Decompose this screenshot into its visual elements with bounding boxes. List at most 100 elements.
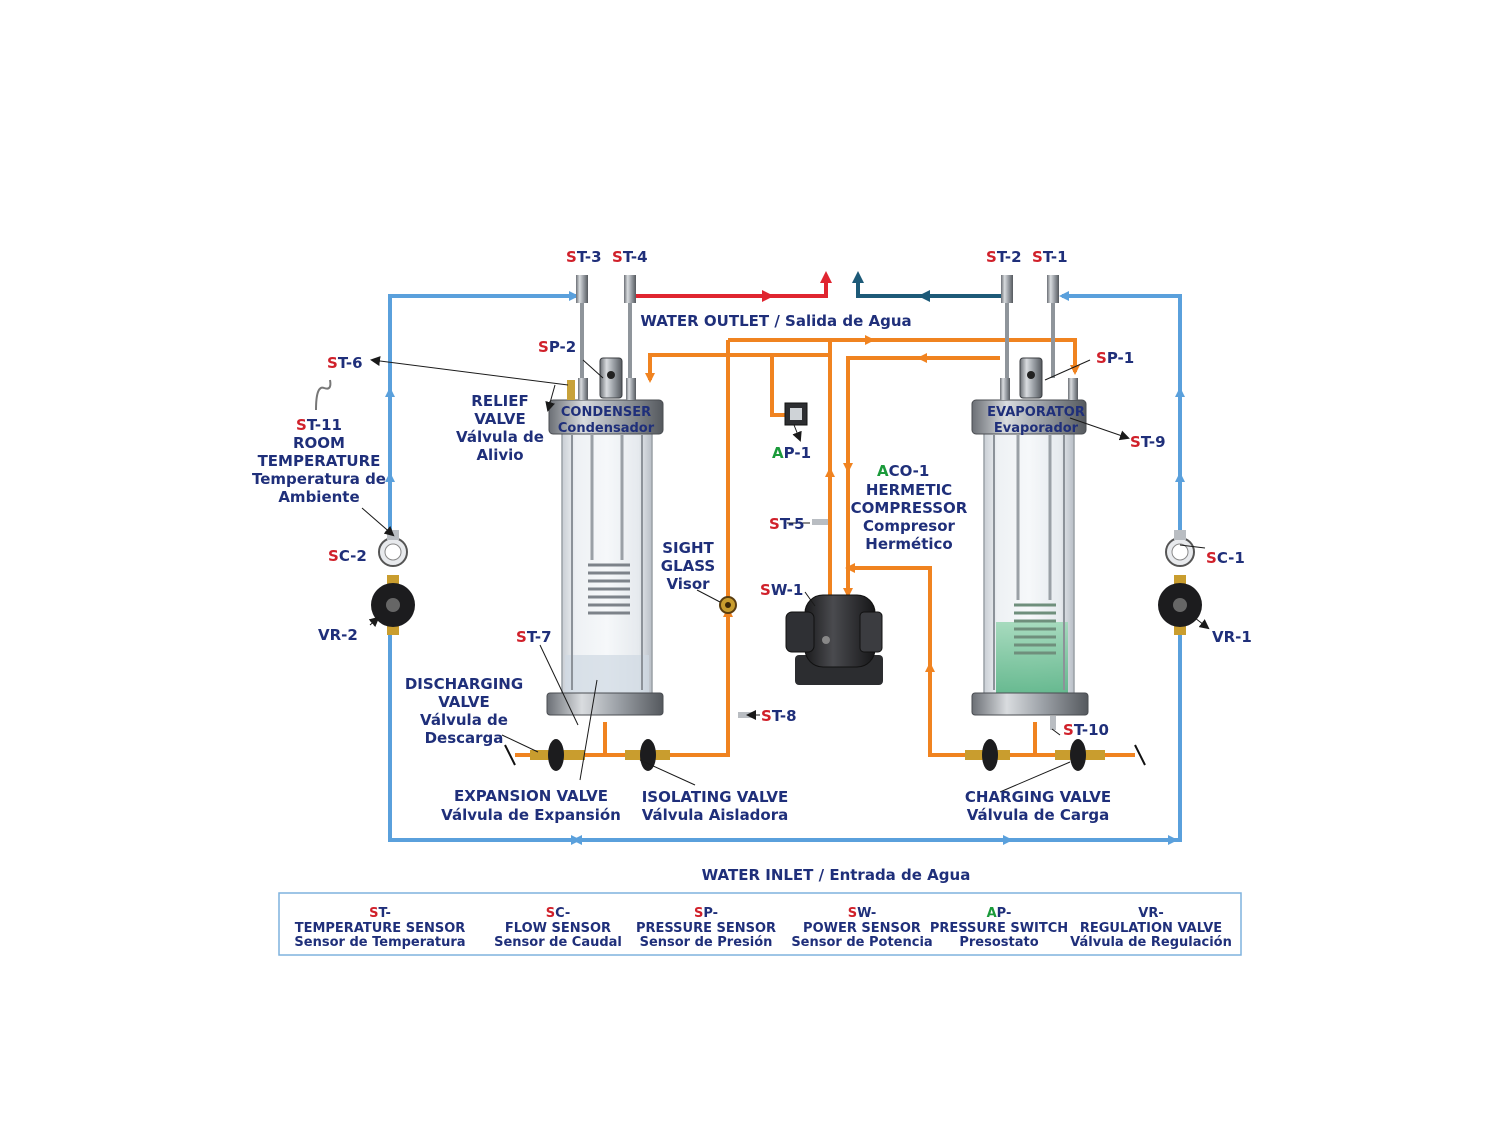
water-loop [385, 291, 1185, 845]
expansion-line-1: EXPANSION VALVE [454, 787, 608, 805]
sight-glass-label: SIGHT GLASS Visor [661, 539, 715, 593]
charging-valve [965, 739, 1010, 771]
compressor-label: HERMETIC COMPRESSOR Compresor Hermético [851, 481, 968, 553]
legend-sc-es: Sensor de Caudal [494, 935, 622, 950]
compressor-line-4: Hermético [865, 535, 952, 553]
relief-valve-label: RELIEF VALVE Válvula de Alivio [456, 392, 544, 464]
st4-label: ST-4 [612, 248, 648, 266]
legend-sw-es: Sensor de Potencia [791, 935, 932, 950]
relief-line-3: Válvula de [456, 428, 544, 446]
vr1-label: VR-1 [1212, 628, 1252, 646]
room-temperature-label: ROOM TEMPERATURE Temperatura de Ambiente [252, 434, 386, 506]
discharging-line-3: Válvula de [420, 711, 508, 729]
pressure-switch-ap1 [784, 402, 808, 426]
st7-label: ST-7 [516, 628, 552, 646]
pointer-arrows [361, 356, 1210, 793]
legend-ap-en: PRESSURE SWITCH [930, 921, 1068, 936]
sight-line-2: GLASS [661, 557, 715, 575]
legend-vr-es: Válvula de Regulación [1070, 935, 1232, 950]
legend-box [278, 892, 1242, 956]
sc2-label: SC-2 [328, 547, 367, 565]
isolating-line-2: Válvula Aisladora [642, 806, 789, 824]
legend: ST- TEMPERATURE SENSOR Sensor de Tempera… [278, 892, 1242, 956]
expansion-valve-label: EXPANSION VALVE Válvula de Expansión [441, 787, 621, 824]
st8-label: ST-8 [761, 707, 797, 725]
sc1-label: SC-1 [1206, 549, 1245, 567]
expansion-valve [530, 739, 585, 771]
charging-valve-label: CHARGING VALVE Válvula de Carga [965, 788, 1111, 824]
room-temp-line-4: Ambiente [278, 488, 359, 506]
relief-line-1: RELIEF [471, 392, 528, 410]
flow-sensor-sc1 [1165, 530, 1195, 567]
sw1-label: SW-1 [760, 581, 803, 599]
svg-text:SP-: SP- [694, 906, 718, 921]
st10-label: ST-10 [1063, 721, 1109, 739]
st11-probe [315, 379, 332, 411]
water-outlet-label: WATER OUTLET / Salida de Agua [640, 312, 911, 330]
condenser-vessel: CONDENSER Condensador [546, 275, 664, 716]
st5-label: ST-5 [769, 515, 805, 533]
st1-label: ST-1 [1032, 248, 1068, 266]
break-mark-left [504, 744, 516, 766]
condenser-label-en: CONDENSER [561, 405, 651, 420]
room-temp-line-2: TEMPERATURE [258, 452, 381, 470]
svg-text:SW-: SW- [848, 906, 877, 921]
expansion-line-2: Válvula de Expansión [441, 806, 621, 824]
evaporator-coil [1014, 603, 1056, 655]
svg-text:AP-: AP- [987, 906, 1012, 921]
sight-line-1: SIGHT [662, 539, 714, 557]
st9-label: ST-9 [1130, 433, 1166, 451]
water-outlet-lines [632, 271, 1003, 302]
water-inlet-label: WATER INLET / Entrada de Agua [702, 866, 971, 884]
discharging-line-4: Descarga [425, 729, 504, 747]
sight-line-3: Visor [666, 575, 710, 593]
svg-text:VR-: VR- [1138, 906, 1163, 921]
compressor-line-1: HERMETIC [866, 481, 952, 499]
legend-ap-es: Presostato [959, 935, 1038, 950]
st5-probe [812, 519, 828, 525]
legend-sp-en: PRESSURE SENSOR [636, 921, 776, 936]
evaporator-label-es: Evaporador [994, 421, 1079, 436]
charging-line-1: CHARGING VALVE [965, 788, 1111, 806]
isolating-line-1: ISOLATING VALVE [642, 788, 789, 806]
regulation-valve-vr2 [371, 575, 415, 635]
room-temp-line-3: Temperatura de [252, 470, 386, 488]
legend-item-sc: SC- FLOW SENSOR Sensor de Caudal [494, 906, 622, 950]
sp2-label: SP-2 [538, 338, 576, 356]
legend-st-es: Sensor de Temperatura [294, 935, 465, 950]
legend-item-ap: AP- PRESSURE SWITCH Presostato [930, 906, 1068, 950]
st2-label: ST-2 [986, 248, 1022, 266]
st11-label: ST-11 [296, 416, 342, 434]
svg-text:SC-: SC- [546, 906, 571, 921]
st10-probe [1050, 716, 1056, 730]
hermetic-compressor [785, 594, 883, 685]
isolating-valve [625, 739, 670, 771]
legend-sw-en: POWER SENSOR [803, 921, 921, 936]
svg-text:ST-: ST- [369, 906, 391, 921]
flow-sensor-sc2 [378, 530, 408, 567]
legend-item-sw: SW- POWER SENSOR Sensor de Potencia [791, 906, 932, 950]
legend-item-st: ST- TEMPERATURE SENSOR Sensor de Tempera… [294, 906, 465, 950]
st6-label: ST-6 [327, 354, 363, 372]
compressor-line-2: COMPRESSOR [851, 499, 968, 517]
legend-sp-es: Sensor de Presión [640, 935, 773, 950]
discharging-side-valve [1055, 739, 1105, 771]
discharging-valve-label: DISCHARGING VALVE Válvula de Descarga [405, 675, 523, 747]
regulation-valve-vr1 [1158, 575, 1202, 635]
legend-sc-en: FLOW SENSOR [505, 921, 611, 936]
legend-item-sp: SP- PRESSURE SENSOR Sensor de Presión [636, 906, 776, 950]
isolating-valve-label: ISOLATING VALVE Válvula Aisladora [642, 788, 789, 824]
compressor-line-3: Compresor [863, 517, 955, 535]
evaporator-vessel: EVAPORATOR Evaporador [971, 275, 1089, 716]
legend-vr-en: REGULATION VALVE [1080, 921, 1222, 936]
aco1-label: ACO-1 [877, 462, 929, 480]
charging-line-2: Válvula de Carga [967, 806, 1110, 824]
condenser-coil [588, 563, 630, 615]
break-mark-right [1134, 744, 1146, 766]
st3-label: ST-3 [566, 248, 602, 266]
legend-st-en: TEMPERATURE SENSOR [295, 921, 466, 936]
discharging-line-2: VALVE [438, 693, 490, 711]
sp1-label: SP-1 [1096, 349, 1134, 367]
vr2-label: VR-2 [318, 626, 358, 644]
